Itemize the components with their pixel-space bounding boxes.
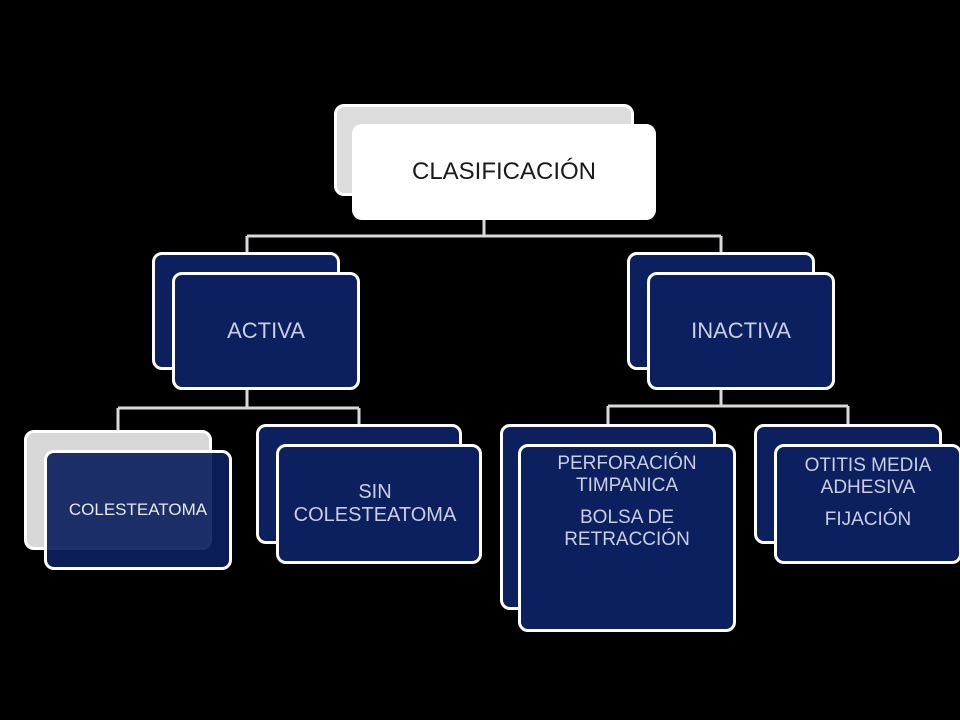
activa-node: ACTIVA	[172, 272, 360, 390]
sin-colesteatoma-line-1: SIN	[358, 481, 392, 503]
inactiva-label: INACTIVA	[691, 318, 791, 344]
perforacion-line-1: PERFORACIÓN	[557, 453, 697, 474]
otitis-line-2: ADHESIVA	[820, 476, 916, 498]
activa-label: ACTIVA	[227, 318, 305, 344]
root-label: CLASIFICACIÓN	[411, 158, 597, 186]
fijacion-label: FIJACIÓN	[824, 508, 912, 530]
bolsa-line-1: BOLSA DE	[580, 506, 674, 528]
connector-inactiva	[606, 390, 850, 424]
colesteatoma-label: COLESTEATOMA	[68, 500, 208, 520]
sin-colesteatoma-line-2: COLESTEATOMA	[293, 504, 457, 526]
root-node: CLASIFICACIÓN	[352, 124, 656, 220]
perforacion-line-2: TIMPANICA	[575, 474, 679, 496]
bolsa-line-2: RETRACCIÓN	[564, 528, 690, 550]
connector-activa	[116, 390, 361, 430]
perforacion-node: PERFORACIÓN TIMPANICA BOLSA DE RETRACCIÓ…	[518, 444, 736, 632]
colesteatoma-node: COLESTEATOMA	[44, 450, 232, 570]
otitis-node: OTITIS MEDIA ADHESIVA FIJACIÓN	[774, 444, 960, 564]
inactiva-node: INACTIVA	[647, 272, 835, 390]
sin-colesteatoma-node: SIN COLESTEATOMA	[276, 444, 482, 564]
otitis-line-1: OTITIS MEDIA	[804, 455, 932, 476]
